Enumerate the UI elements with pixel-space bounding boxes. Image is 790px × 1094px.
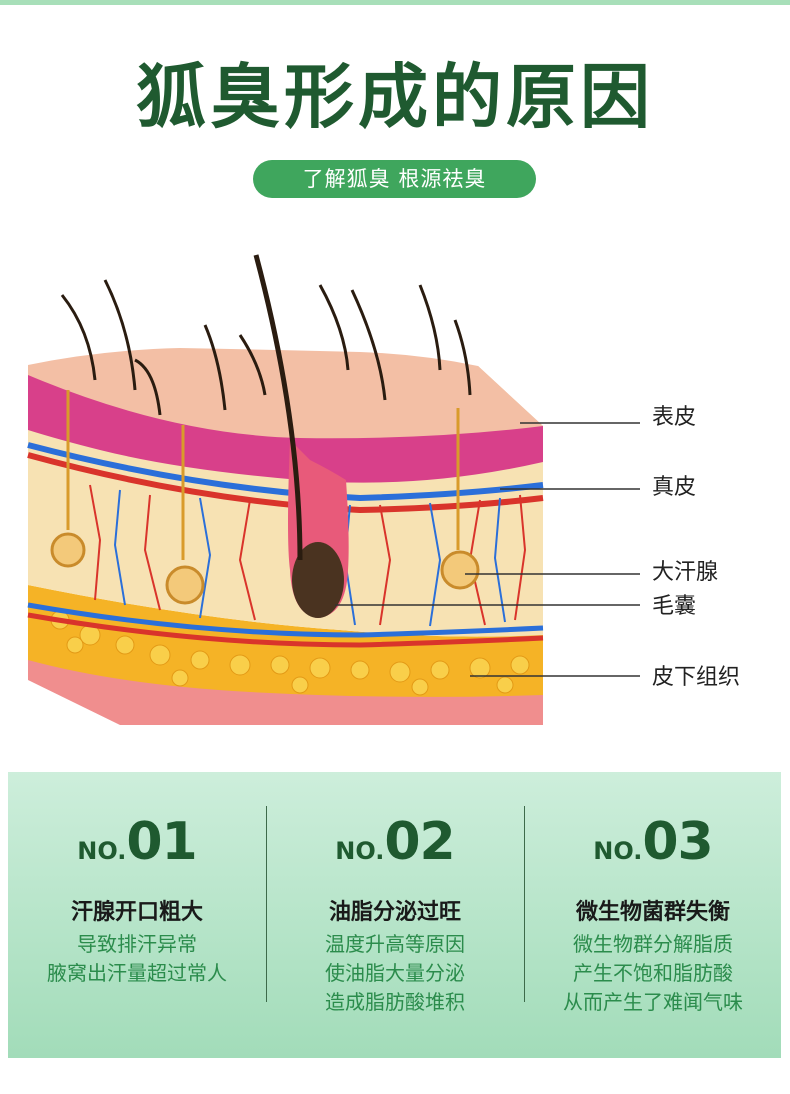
- skin-cross-section-illustration: [27, 254, 640, 725]
- cause-title: 油脂分泌过旺: [328, 900, 461, 925]
- cause-number: NO.03: [593, 812, 713, 872]
- dermis-layer: [28, 430, 543, 637]
- cause-number: NO.02: [335, 812, 455, 872]
- cause-detail: 温度升高等原因: [325, 932, 465, 956]
- cause-detail: 造成脂肪酸堆积: [325, 990, 465, 1014]
- cause-detail: 从而产生了难闻气味: [563, 990, 743, 1014]
- cause-detail: 微生物群分解脂质: [573, 932, 733, 956]
- subtitle-badge: 了解狐臭 根源祛臭: [253, 160, 536, 198]
- causes-panel: NO.01 汗腺开口粗大 导致排汗异常 腋窝出汗量超过常人 NO.02 油脂分泌…: [8, 772, 781, 1058]
- cause-title: 微生物菌群失衡: [575, 900, 730, 925]
- label-apocrine-gland: 大汗腺: [652, 560, 719, 585]
- top-accent-bar: [0, 0, 790, 5]
- cause-number: NO.01: [77, 812, 197, 872]
- label-dermis: 真皮: [652, 475, 697, 500]
- cause-detail: 使油脂大量分泌: [325, 961, 465, 985]
- label-subcutaneous: 皮下组织: [652, 665, 741, 690]
- page-title: 狐臭形成的原因: [136, 56, 654, 138]
- cause-detail: 产生不饱和脂肪酸: [573, 961, 733, 985]
- column-divider: [524, 806, 525, 1002]
- label-hair-follicle: 毛囊: [652, 594, 697, 619]
- label-epidermis: 表皮: [652, 405, 697, 430]
- cause-detail: 腋窝出汗量超过常人: [47, 961, 227, 985]
- cause-detail: 导致排汗异常: [77, 932, 197, 956]
- cause-title: 汗腺开口粗大: [70, 900, 203, 925]
- column-divider: [266, 806, 267, 1002]
